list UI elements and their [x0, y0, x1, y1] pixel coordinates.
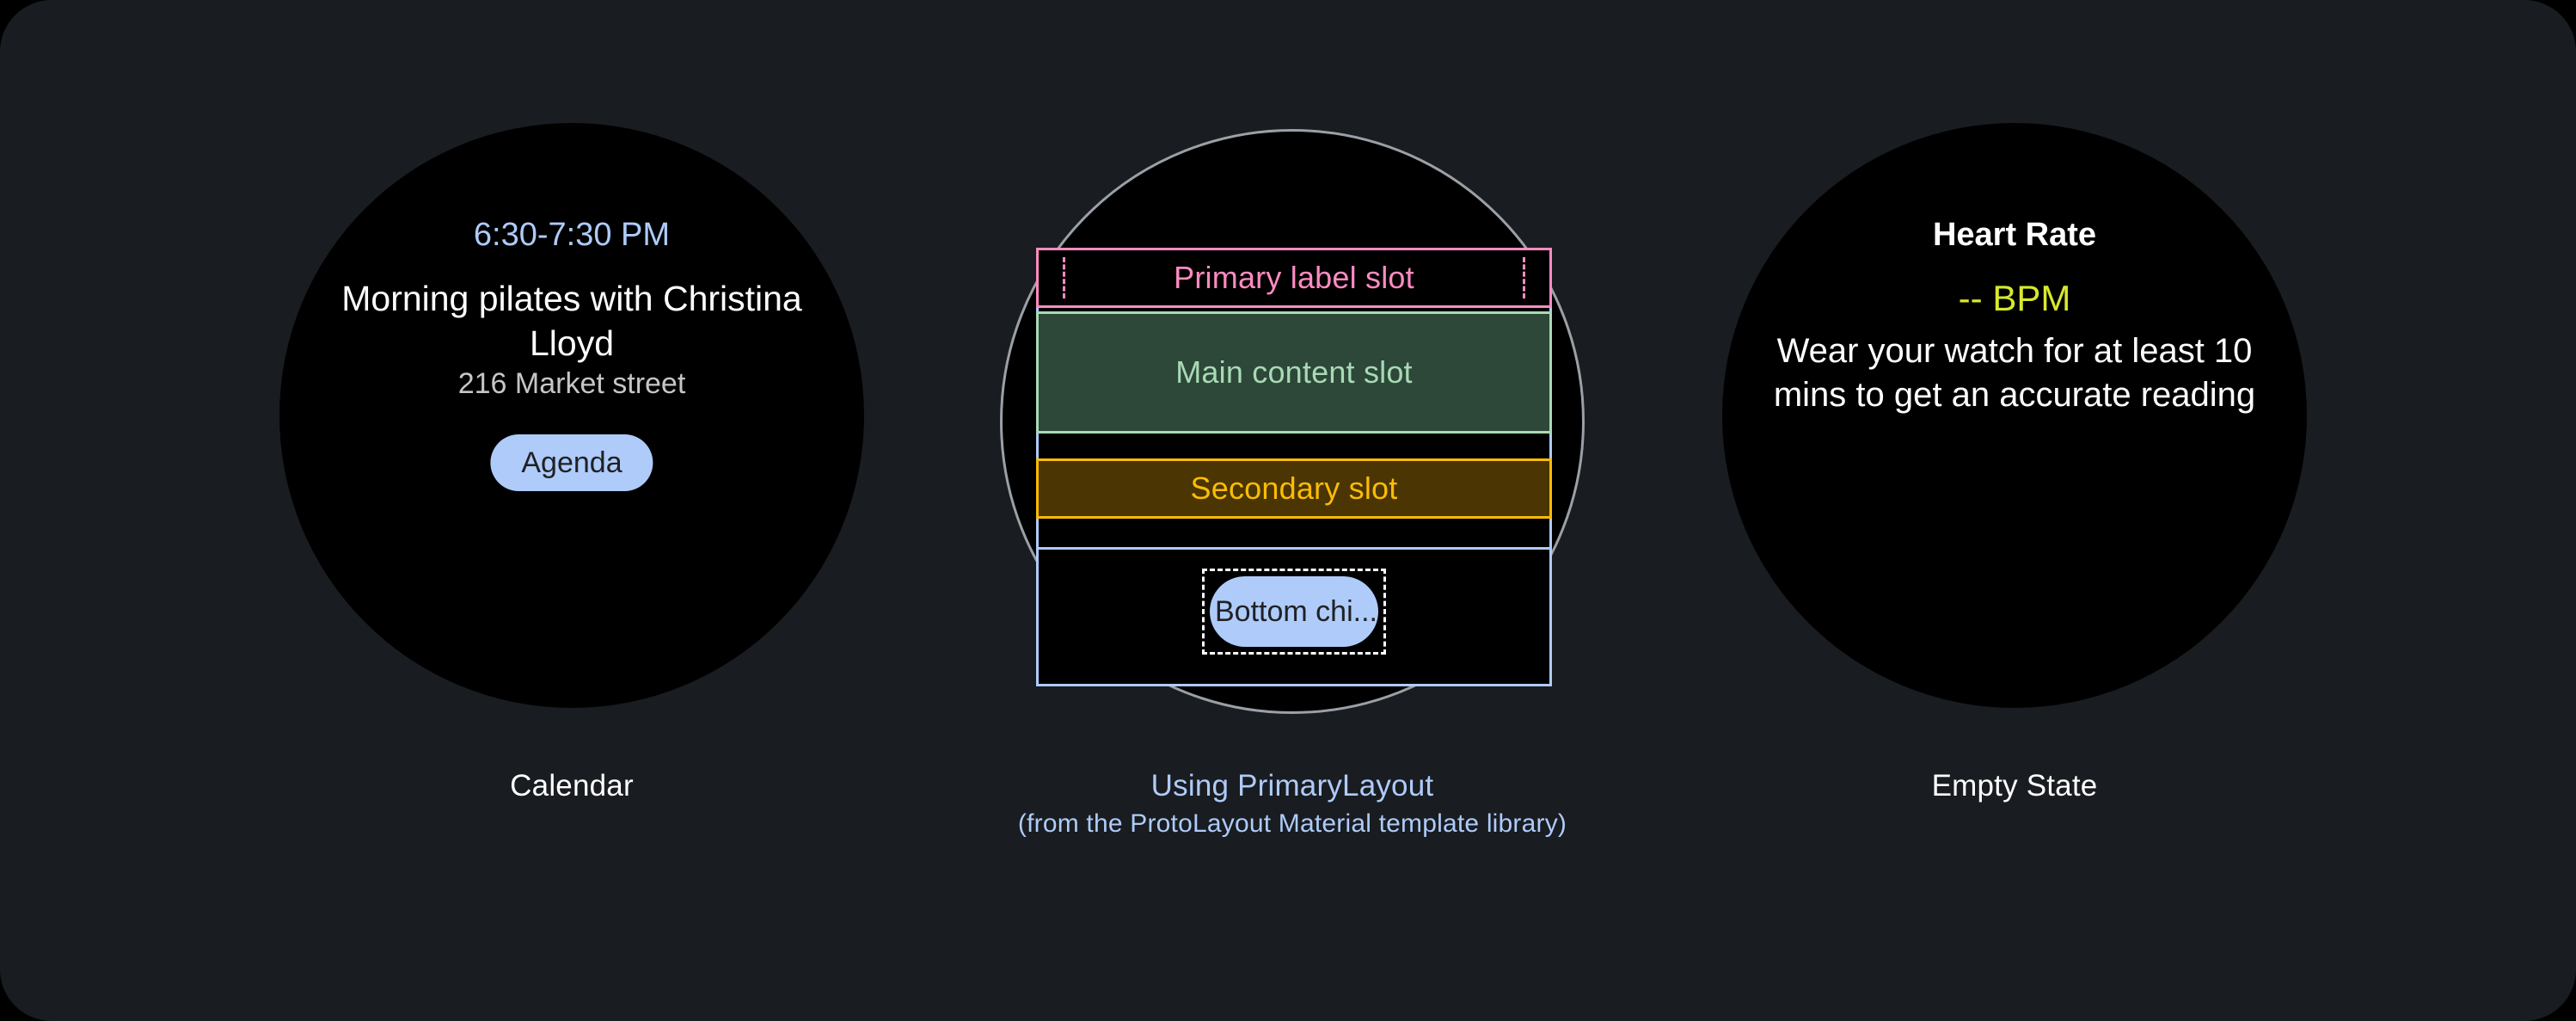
agenda-chip-button[interactable]: Agenda: [490, 434, 653, 491]
diagram-caption: Using PrimaryLayout (from the ProtoLayou…: [974, 766, 1610, 841]
heart-rate-empty-message: Wear your watch for at least 10 mins to …: [1773, 332, 2256, 414]
diagram-caption-main: Using PrimaryLayout: [1150, 769, 1434, 803]
heart-rate-value: -- BPM: [1958, 278, 2071, 318]
calendar-watch-screen: 6:30-7:30 PM Morning pilates with Christ…: [279, 123, 864, 708]
diagram-caption-sub: (from the ProtoLayout Material template …: [1017, 809, 1567, 838]
calendar-event-title: Morning pilates with Christina Lloyd: [341, 279, 802, 363]
heart-rate-title: Heart Rate: [1932, 217, 2097, 253]
primary-label-slot[interactable]: Primary label slot: [1036, 248, 1552, 308]
secondary-slot-text: Secondary slot: [1190, 471, 1398, 506]
secondary-slot[interactable]: Secondary slot: [1036, 458, 1552, 519]
calendar-caption: Calendar: [510, 769, 634, 803]
calendar-time-range: 6:30-7:30 PM: [473, 217, 671, 253]
primary-slot-right-margin-guide: [1523, 257, 1525, 298]
main-content-slot-text: Main content slot: [1175, 354, 1413, 390]
primary-slot-left-margin-guide: [1063, 257, 1065, 298]
primarylayout-container-outline: Primary label slot Main content slot Sec…: [1036, 248, 1552, 686]
empty-state-watch-face: Heart Rate -- BPM Wear your watch for at…: [1722, 123, 2307, 708]
calendar-event-location: 216 Market street: [457, 367, 686, 400]
bottom-region-divider: [1036, 547, 1552, 550]
main-content-slot[interactable]: Main content slot: [1036, 311, 1552, 434]
empty-state-watch-screen: Heart Rate -- BPM Wear your watch for at…: [1722, 123, 2307, 708]
bottom-chip-bounds-guide: Bottom chi...: [1202, 569, 1386, 655]
empty-state-caption: Empty State: [1931, 769, 2098, 803]
primary-label-slot-text: Primary label slot: [1174, 260, 1414, 295]
calendar-watch-face: 6:30-7:30 PM Morning pilates with Christ…: [279, 123, 864, 708]
primarylayout-diagram: Primary label slot Main content slot Sec…: [1000, 129, 1585, 714]
bottom-chip-button[interactable]: Bottom chi...: [1210, 576, 1378, 647]
